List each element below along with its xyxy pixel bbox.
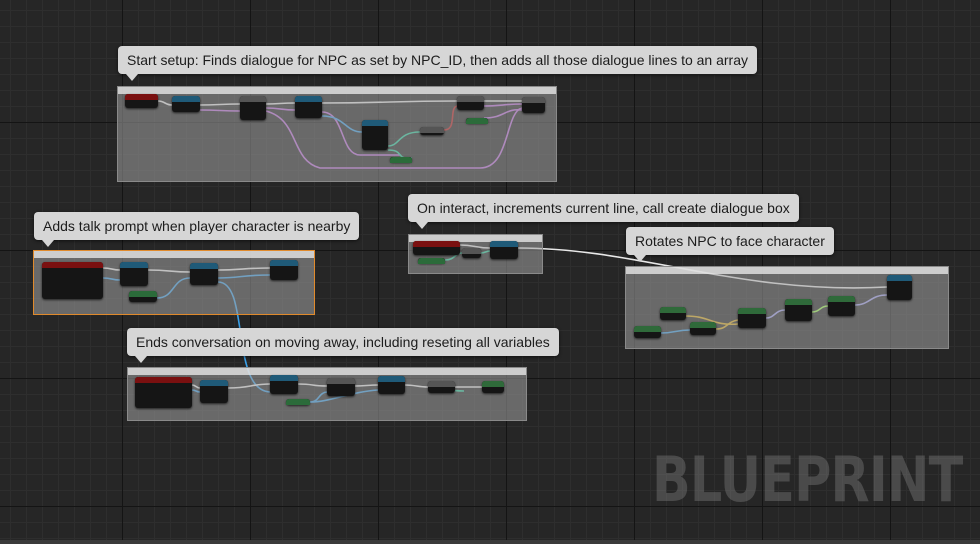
comment-box-header — [409, 235, 542, 242]
make-rotator-node[interactable] — [828, 296, 855, 316]
set-actor-rotation-node[interactable] — [887, 275, 912, 300]
comment-talk-prompt[interactable]: Adds talk prompt when player character i… — [34, 212, 360, 247]
comment-rotate[interactable]: Rotates NPC to face character — [626, 227, 834, 262]
comment-start-setup[interactable]: Start setup: Finds dialogue for NPC as s… — [118, 46, 758, 81]
blueprint-watermark: BLUEPRINT — [652, 443, 963, 516]
comment-ends-conversation[interactable]: Ends conversation on moving away, includ… — [127, 328, 559, 363]
comment-box-header — [128, 368, 526, 375]
get-npc-id-node[interactable] — [172, 96, 200, 112]
increment-node[interactable] — [462, 248, 481, 258]
cast-node[interactable] — [200, 380, 228, 403]
create-dialogue-box-node[interactable] — [490, 241, 518, 259]
get-actor-location-node[interactable] — [660, 307, 686, 320]
interact-event-node[interactable] — [413, 241, 460, 255]
bottom-scrollbar[interactable] — [0, 540, 980, 544]
comment-box-header — [626, 267, 948, 274]
break-rotator-node[interactable] — [785, 299, 812, 321]
remove-from-parent-node[interactable] — [270, 375, 298, 394]
player-ref-get-node[interactable] — [129, 291, 157, 302]
array-add-node[interactable] — [522, 97, 545, 113]
begin-overlap-event-node[interactable] — [42, 262, 103, 299]
widget-ref-get-node[interactable] — [286, 399, 310, 405]
current-line-get-node[interactable] — [418, 258, 445, 264]
set-in-conversation-node[interactable] — [482, 381, 504, 393]
find-look-at-rotation-node[interactable] — [738, 308, 766, 328]
comment-box-ends-conversation[interactable] — [127, 367, 527, 421]
set-current-line-node[interactable] — [428, 381, 455, 393]
add-to-viewport-node[interactable] — [270, 260, 298, 280]
variable-get-node[interactable] — [390, 157, 412, 163]
create-widget-node[interactable] — [190, 263, 218, 285]
comment-box-header — [118, 87, 556, 94]
end-overlap-event-node[interactable] — [135, 377, 192, 408]
comment-interact[interactable]: On interact, increments current line, ca… — [408, 194, 799, 229]
remove-dialogue-box-node[interactable] — [327, 378, 355, 396]
branch-node[interactable] — [457, 96, 484, 110]
break-struct-node[interactable] — [362, 120, 388, 150]
get-character-location-node[interactable] — [690, 322, 716, 335]
find-dialogue-node[interactable] — [240, 96, 266, 120]
event-begin-play-node[interactable] — [125, 94, 158, 108]
dialogue-array-get-node[interactable] — [466, 118, 488, 124]
for-each-loop-node[interactable] — [295, 96, 322, 118]
make-struct-node[interactable] — [420, 127, 444, 135]
cast-to-character-node[interactable] — [120, 262, 148, 286]
comment-box-header — [34, 251, 314, 258]
get-player-character-node[interactable] — [634, 326, 661, 338]
reset-variables-node[interactable] — [378, 376, 405, 394]
